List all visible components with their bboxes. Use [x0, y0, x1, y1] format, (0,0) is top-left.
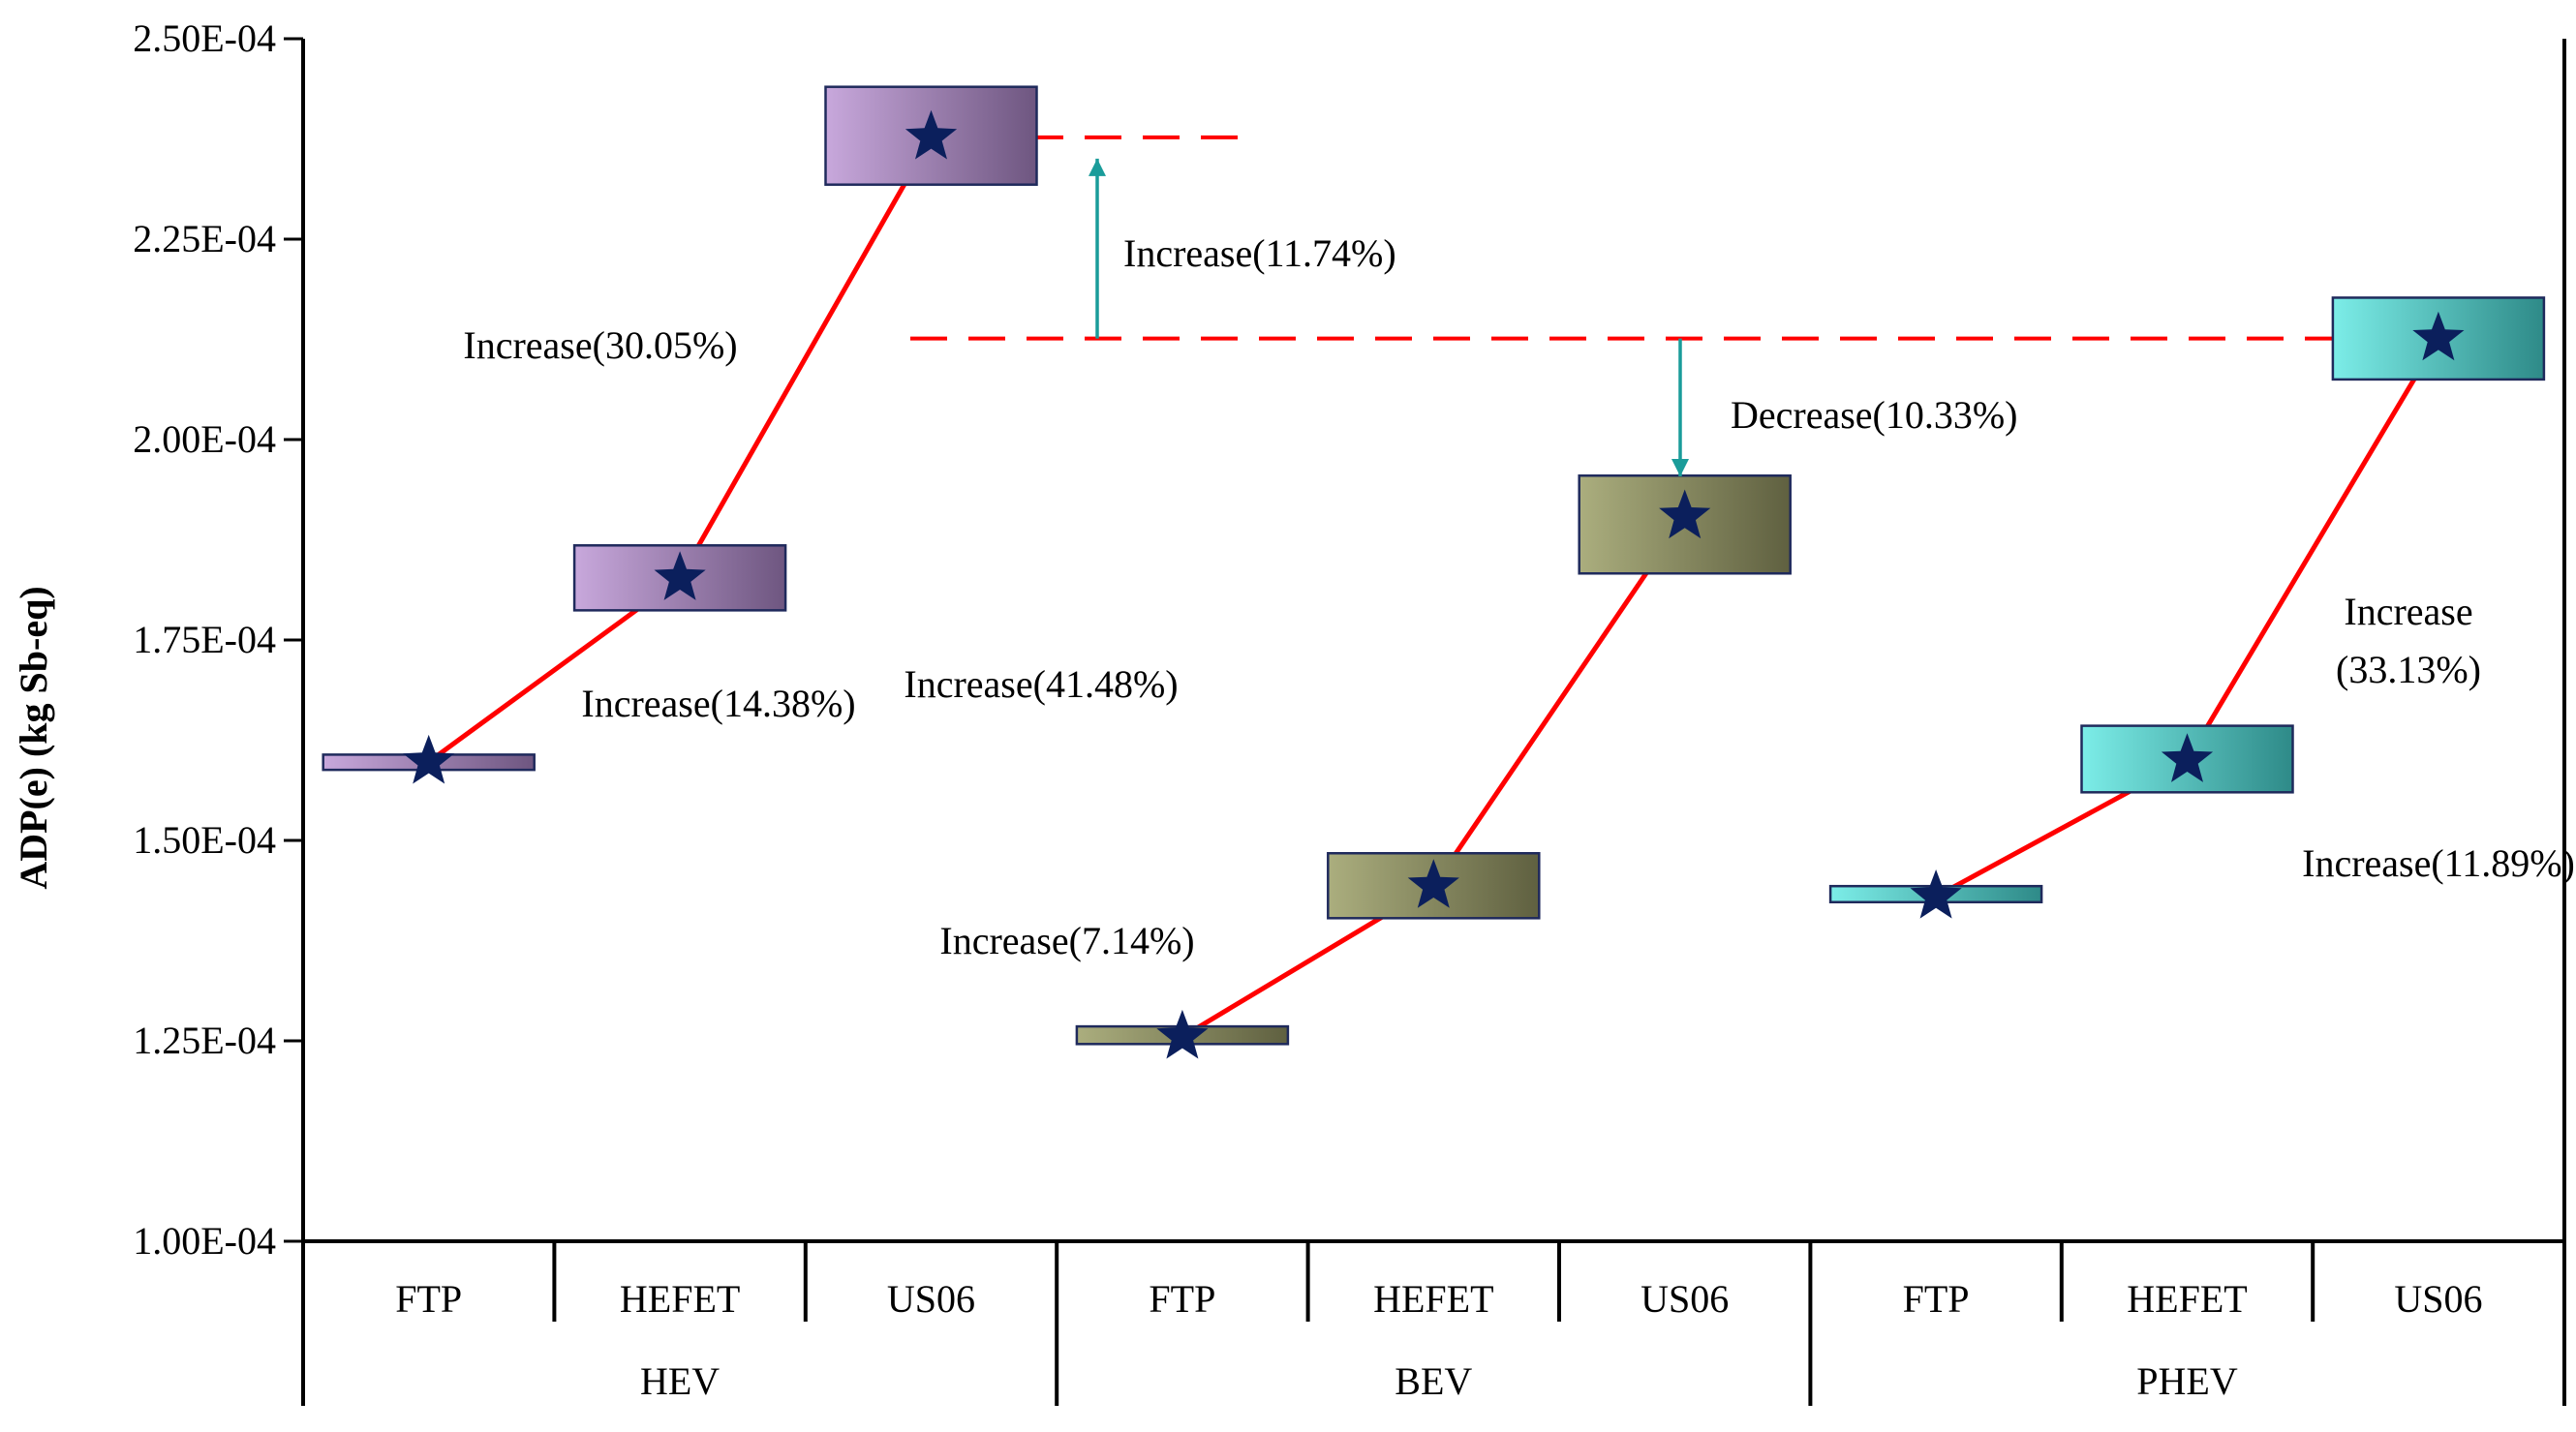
bars [322, 85, 2546, 1046]
annotation-text: Increase(14.38%) [581, 682, 855, 725]
annotation-text: Increase(41.48%) [904, 662, 1178, 706]
y-axis-label: ADP(e) (kg Sb-eq) [12, 586, 55, 889]
star-marker [905, 109, 958, 160]
y-tick-label: 2.25E-04 [133, 217, 276, 260]
annotation-text: Increase(30.05%) [463, 323, 737, 367]
star-marker [654, 551, 706, 600]
star-marker [1659, 489, 1711, 539]
annotations: Increase(30.05%) Increase(14.38%) Increase… [463, 231, 2574, 962]
annotation-text: Decrease(10.33%) [1731, 393, 2018, 437]
category-label: US06 [1641, 1277, 1729, 1321]
group-label: PHEV [2136, 1359, 2238, 1403]
connector-line [1431, 515, 1687, 888]
y-tick-label: 1.75E-04 [133, 618, 276, 661]
connector-line [2185, 337, 2441, 762]
y-ticks: 1.00E-04 1.25E-04 1.50E-04 1.75E-04 2.00E-04… [133, 16, 303, 1263]
annotation-text: Increase(11.89%) [2302, 841, 2575, 885]
star-marker [1407, 859, 1459, 908]
arrows [1089, 158, 1689, 476]
connector-line [677, 136, 934, 580]
category-label: US06 [887, 1277, 975, 1321]
arrow-head [1671, 459, 1689, 476]
star-marker [1910, 869, 1962, 919]
category-label: FTP [1149, 1277, 1215, 1321]
y-tick-label: 2.00E-04 [133, 417, 276, 461]
group-label: HEV [640, 1359, 720, 1403]
star-marker [1156, 1009, 1209, 1059]
category-label: HEFET [620, 1277, 740, 1321]
markers [403, 109, 2465, 1059]
axes [301, 39, 2566, 1406]
annotation-text: Increase [2344, 590, 2472, 633]
annotation-text: Increase(11.74%) [1123, 231, 1396, 275]
reference-lines [910, 135, 2537, 341]
category-label: US06 [2394, 1277, 2482, 1321]
y-tick-label: 2.50E-04 [133, 16, 276, 60]
group-label: BEV [1395, 1359, 1472, 1403]
annotation-text: (33.13%) [2336, 648, 2481, 691]
y-tick-label: 1.25E-04 [133, 1019, 276, 1062]
category-label: FTP [395, 1277, 462, 1321]
category-label: HEFET [2127, 1277, 2247, 1321]
y-tick-label: 1.50E-04 [133, 818, 276, 862]
y-tick-label: 1.00E-04 [133, 1219, 276, 1263]
category-label: FTP [1903, 1277, 1970, 1321]
annotation-text: Increase(7.14%) [939, 919, 1194, 962]
star-marker [2412, 311, 2465, 361]
star-marker [2161, 733, 2214, 782]
star-marker [403, 734, 455, 784]
arrow-head [1089, 158, 1106, 176]
category-label: HEFET [1373, 1277, 1493, 1321]
